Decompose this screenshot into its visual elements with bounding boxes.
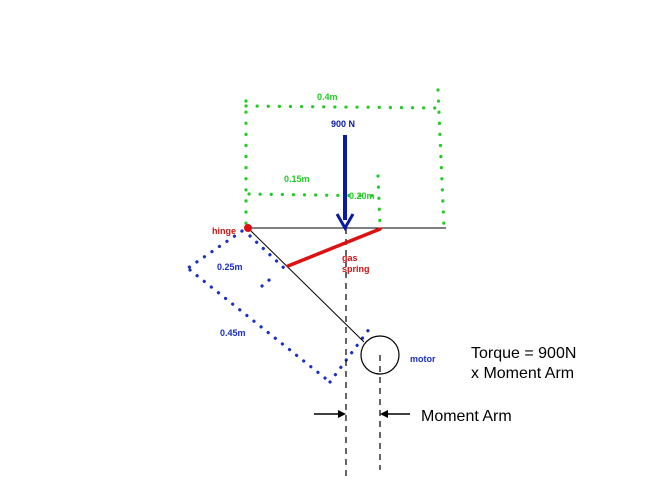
lever-lines [248,227,446,343]
gas-spring-label-line2: spring [342,264,370,274]
force-label: 900 N [331,119,355,129]
gas-spring-label-line1: gas [342,253,358,263]
moment-arm-arrowhead-left [338,410,346,418]
dimension-label-0-45m: 0.45m [220,328,246,338]
torque-formula-line2: x Moment Arm [471,365,574,382]
motor-circle [360,335,400,375]
blue-dimension-lines [186,229,372,384]
moment-arm-arrowhead-right [380,410,388,418]
dimension-label-0-4m: 0.4m [317,92,338,102]
dimension-label-0-15m: 0.15m [284,174,310,184]
hinge-point [244,224,252,232]
motor-label: motor [410,354,436,364]
torque-formula-line1: Torque = 900N [471,345,576,362]
link-rod [249,229,365,343]
moment-arm-label: Moment Arm [421,408,512,425]
gas-spring [286,227,382,268]
moment-arm-guides [345,228,381,476]
dimension-label-0-25m: 0.25m [217,262,243,272]
hinge-label: hinge [212,226,236,236]
moment-arm-arrows [314,410,410,418]
green-dimension-lines [244,88,446,230]
force-arrow [335,135,355,232]
dimension-label-0-20m: 0.20m [349,191,375,201]
